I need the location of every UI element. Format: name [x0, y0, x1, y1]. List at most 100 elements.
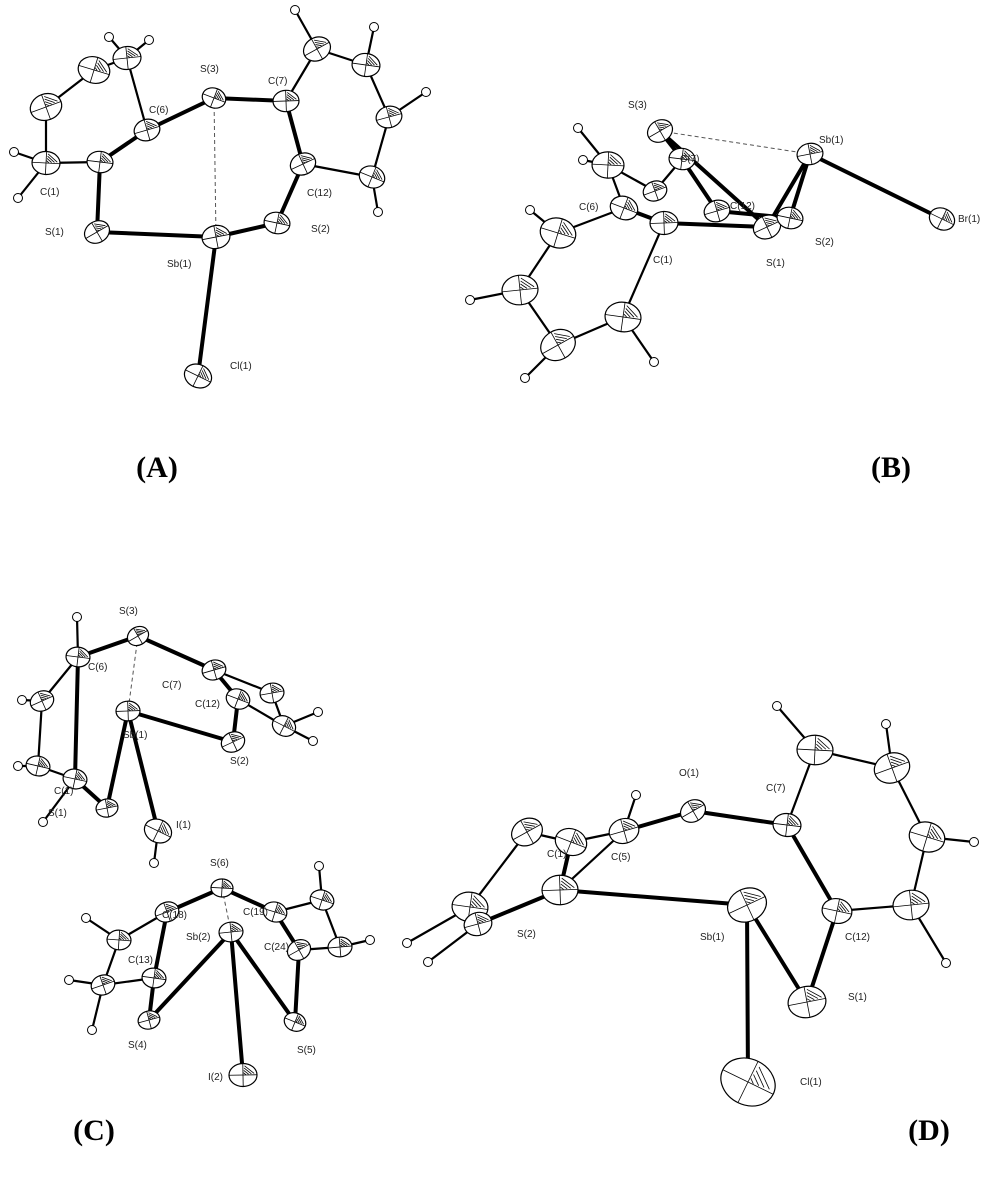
atom-label: Sb(1): [167, 259, 191, 270]
atom-label: C(12): [730, 201, 755, 212]
hydrogen-atom: [81, 913, 91, 923]
atom-d1: [796, 734, 834, 766]
bond-c1-s1: [662, 221, 769, 229]
atom-label: S(2): [311, 224, 330, 235]
atom-label: S(6): [210, 858, 229, 869]
atom-label: Br(1): [958, 214, 980, 225]
atom-b2: [642, 180, 668, 202]
hydrogen-atom: [578, 155, 588, 165]
atom-a5: [302, 36, 332, 62]
hydrogen-atom: [373, 207, 383, 217]
atom-c7: [772, 812, 802, 838]
atom-i1: [143, 818, 173, 844]
atom-c1: [86, 150, 114, 174]
atom-label: Sb(2): [186, 932, 210, 943]
hydrogen-atom: [465, 295, 475, 305]
atom-c18: [154, 901, 180, 923]
atom-a7: [375, 105, 403, 129]
hydrogen-atom: [104, 32, 114, 42]
atom-b6: [604, 301, 642, 333]
hydrogen-atom: [38, 817, 48, 827]
hydrogen-atom: [649, 357, 659, 367]
atom-c3: [259, 682, 285, 704]
atom-label: C(18): [162, 910, 187, 921]
atom-c7: [309, 889, 335, 911]
atom-s2: [541, 874, 579, 906]
atom-label: C(19): [243, 907, 268, 918]
atom-cl1: [183, 363, 213, 389]
bond-sb1-s1: [95, 230, 218, 239]
atom-b1: [591, 151, 625, 179]
hydrogen-atom: [881, 719, 891, 729]
atom-b4: [501, 274, 539, 306]
atom-c6: [65, 646, 91, 668]
atom-sb1: [201, 224, 231, 250]
atom-sb1: [796, 142, 824, 166]
panel-b: S(3)C(7)C(12)C(6)C(1)S(1)S(2)Sb(1)Br(1)(…: [465, 100, 980, 484]
atom-cl1: [720, 1057, 776, 1107]
atom-s1: [752, 214, 782, 240]
atom-a1: [31, 150, 61, 176]
atom-label: O(1): [679, 768, 699, 779]
secondary-contact-s3-sb1: [127, 635, 139, 712]
hydrogen-atom: [13, 193, 23, 203]
atom-a6: [351, 52, 381, 78]
hydrogen-atom: [365, 935, 375, 945]
atom-label: S(2): [815, 237, 834, 248]
hydrogen-atom: [313, 707, 323, 717]
atom-s3: [646, 119, 674, 143]
atom-label: S(1): [848, 992, 867, 1003]
atom-label: Cl(1): [230, 361, 252, 372]
panel-a: S(1)C(1)C(6)S(3)C(7)C(12)S(2)Sb(1)Cl(1)(…: [9, 5, 431, 484]
atom-label: C(1): [653, 255, 672, 266]
bond-s4-sb2: [147, 930, 233, 1022]
hydrogen-atom: [941, 958, 951, 968]
hydrogen-atom: [402, 938, 412, 948]
atom-label: I(1): [176, 820, 191, 831]
atom-c7: [201, 659, 227, 681]
panel-label-d: (D): [908, 1114, 950, 1147]
hydrogen-atom: [149, 858, 159, 868]
atom-s2: [263, 211, 291, 235]
atom-c1: [554, 827, 588, 857]
atom-label: C(7): [268, 76, 287, 87]
hydrogen-atom: [17, 695, 27, 705]
atom-c1: [62, 768, 88, 790]
atom-c5: [608, 817, 640, 845]
atom-label: S(3): [119, 606, 138, 617]
hydrogen-atom: [573, 123, 583, 133]
atom-s5: [283, 1012, 307, 1032]
atom-label: C(13): [128, 955, 153, 966]
atom-label: S(1): [45, 227, 64, 238]
bond-sb2-i2: [229, 930, 245, 1077]
bond-b6-c1: [621, 221, 666, 319]
bond-s5-c24: [293, 948, 301, 1024]
atom-c7: [272, 89, 300, 113]
bond-sb1-s2: [558, 888, 749, 907]
atom-label: S(3): [200, 64, 219, 75]
atom-a4: [112, 45, 142, 71]
atom-label: S(2): [230, 756, 249, 767]
atom-sb2: [218, 921, 244, 943]
bond-c1-c2: [36, 699, 44, 768]
atom-b5: [540, 328, 576, 362]
bond-sb1-s1: [105, 709, 130, 810]
atom-a2: [29, 92, 63, 122]
atom-label: C(24): [264, 942, 289, 953]
atom-label: C(6): [149, 105, 168, 116]
bond-o1-c7: [691, 809, 789, 827]
bond-s1-sb1: [765, 152, 812, 229]
bond-sb1-br1: [808, 152, 944, 221]
atom-s3: [201, 87, 227, 109]
bond-c1-c6: [73, 655, 80, 781]
bond-sb1-i1: [126, 709, 160, 833]
atom-a8: [358, 165, 386, 189]
bond-s3-c7: [136, 634, 216, 672]
atom-label: C(6): [88, 662, 107, 673]
atom-label: Sb(1): [123, 730, 147, 741]
atom-label: C(1): [54, 786, 73, 797]
atom-c12: [225, 688, 251, 710]
hydrogen-atom: [421, 87, 431, 97]
bond-a4-c6: [125, 56, 149, 132]
